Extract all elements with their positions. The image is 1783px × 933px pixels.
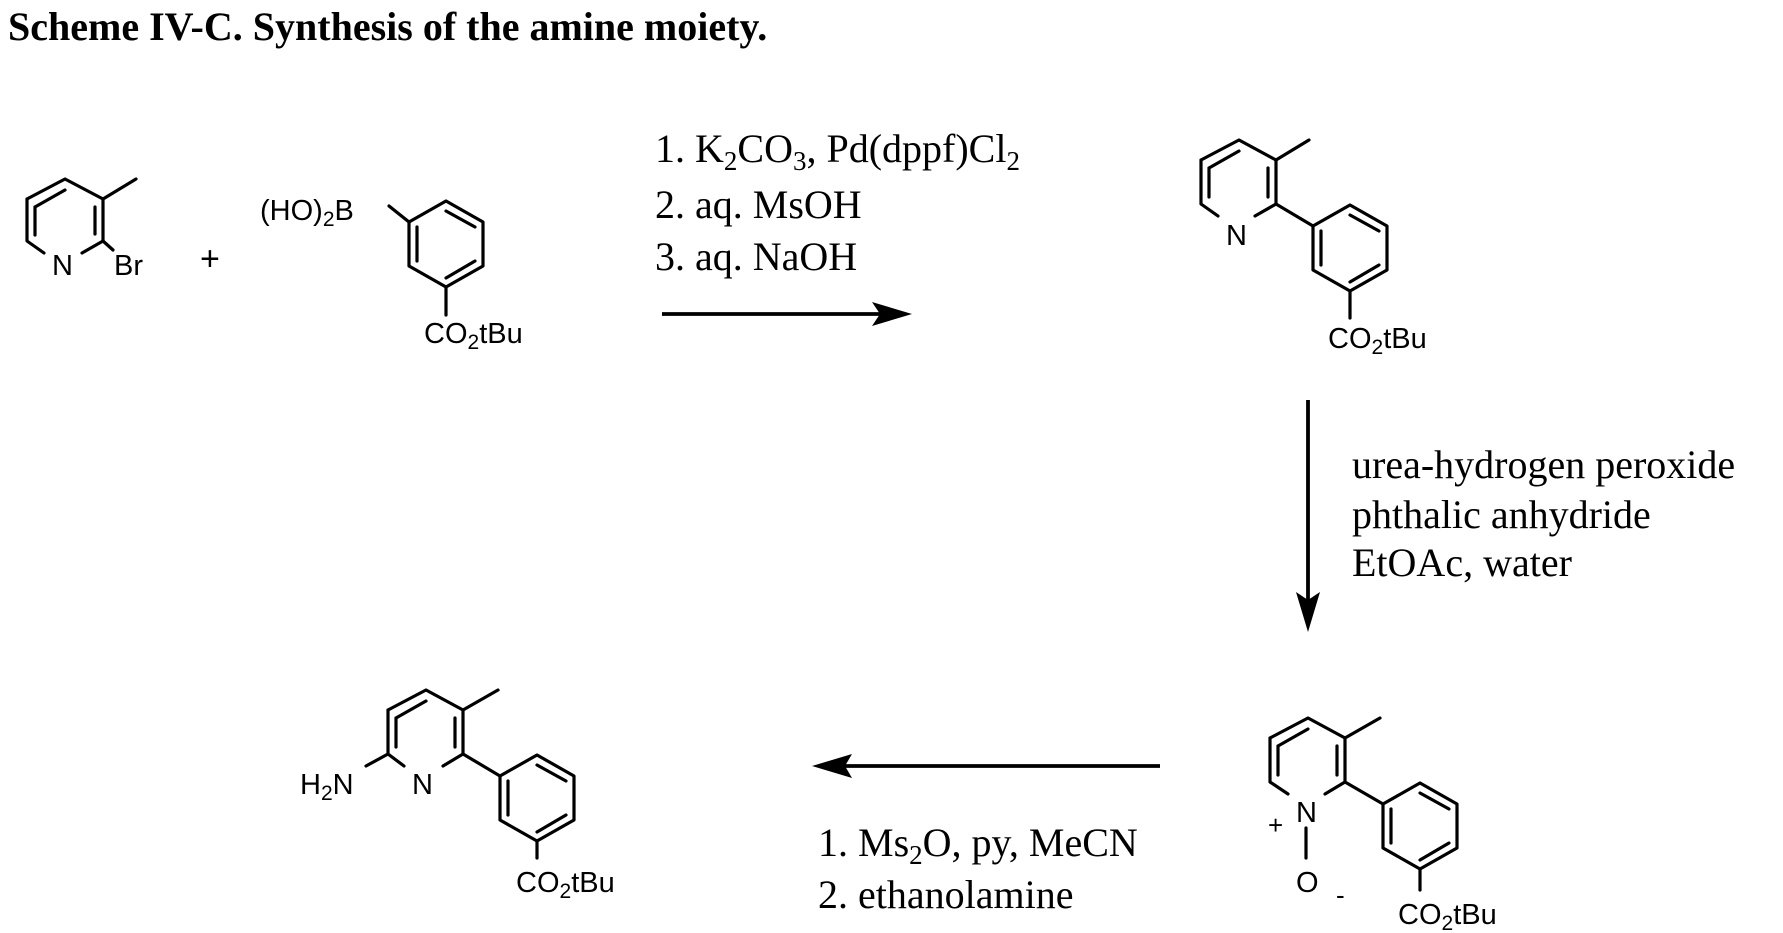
- step2-line2: phthalic anhydride: [1352, 492, 1651, 537]
- reactant-boronic-acid: (HO)2B CO2tBu: [260, 195, 523, 354]
- ester-label: CO2tBu: [424, 318, 523, 354]
- negative-charge: -: [1336, 880, 1345, 910]
- pyridine-nitrogen-label: N: [412, 769, 433, 801]
- product-aminopyridine: H2N N CO2tBu: [300, 690, 615, 903]
- ester-label: CO2tBu: [516, 867, 615, 903]
- step1-line2: 2. aq. MsOH: [655, 182, 862, 227]
- step2-line1: urea-hydrogen peroxide: [1352, 442, 1735, 487]
- positive-charge: +: [1268, 810, 1283, 840]
- pyridine-nitrogen-label: N: [1226, 220, 1247, 252]
- step1-line1: 1. K2CO3, Pd(dppf)Cl2: [655, 126, 1020, 176]
- step3-line2: 2. ethanolamine: [818, 872, 1073, 917]
- amino-group-label: H2N: [300, 769, 354, 805]
- step3-line1: 1. Ms2O, py, MeCN: [818, 820, 1138, 870]
- boronic-acid-label: (HO)2B: [260, 195, 354, 231]
- plus-sign: +: [200, 240, 220, 278]
- bromine-label: Br: [114, 250, 143, 282]
- step2-line3: EtOAc, water: [1352, 540, 1572, 585]
- step2-conditions: urea-hydrogen peroxide phthalic anhydrid…: [1352, 442, 1735, 585]
- step1-conditions: 1. K2CO3, Pd(dppf)Cl2 2. aq. MsOH 3. aq.…: [655, 126, 1020, 279]
- ester-label: CO2tBu: [1398, 899, 1497, 933]
- arrow-step2: [1296, 400, 1320, 632]
- step3-conditions: 1. Ms2O, py, MeCN 2. ethanolamine: [818, 820, 1138, 917]
- n-oxide-nitrogen-label: N: [1296, 797, 1317, 829]
- product-biaryl-ester: N CO2tBu: [1201, 140, 1427, 359]
- arrow-step3: [812, 754, 1160, 778]
- ester-label: CO2tBu: [1328, 323, 1427, 359]
- product-n-oxide: N + O - CO2tBu: [1268, 718, 1497, 933]
- scheme-title: Scheme IV-C. Synthesis of the amine moie…: [8, 4, 767, 49]
- pyridine-nitrogen-label: N: [52, 250, 73, 282]
- oxide-oxygen-label: O: [1296, 867, 1319, 899]
- reactant-bromopyridine: N Br: [27, 179, 143, 282]
- arrow-step1: [662, 302, 912, 326]
- step1-line3: 3. aq. NaOH: [655, 234, 857, 279]
